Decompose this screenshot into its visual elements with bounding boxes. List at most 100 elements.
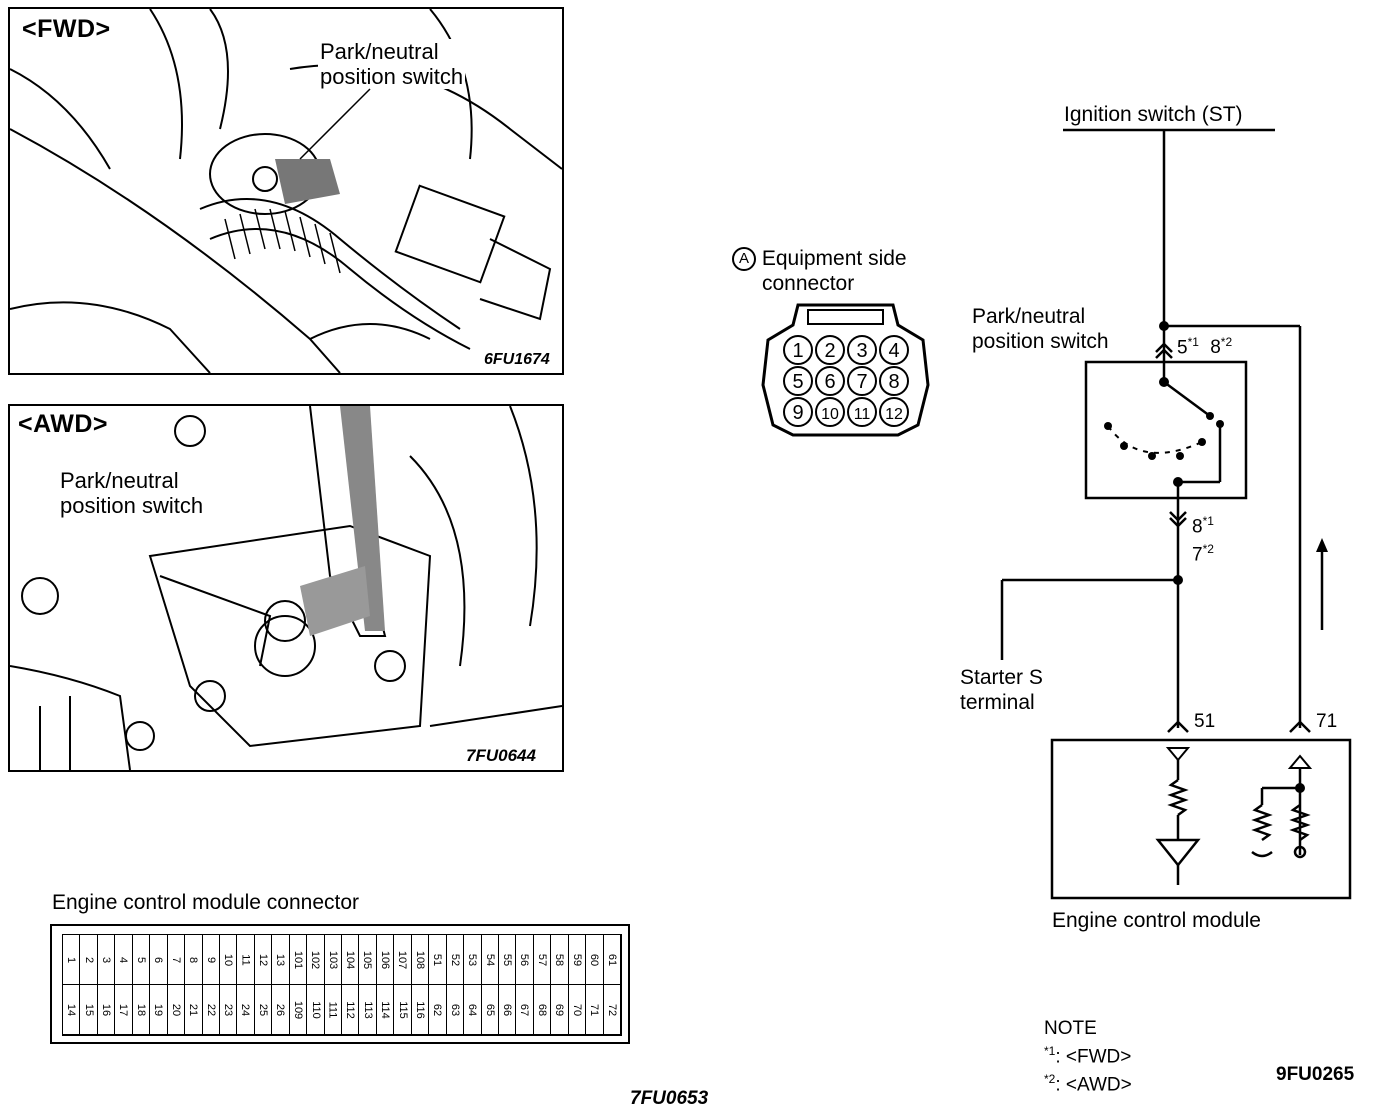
connector-pin-number: 7 — [856, 371, 867, 393]
ecm-connector-pin: 103 — [324, 935, 342, 985]
ecm-connector-pin: 24 — [237, 985, 255, 1035]
ecm-connector-pin: 6 — [150, 935, 168, 985]
ecm-connector-title: Engine control module connector — [52, 891, 360, 914]
connector-pin-number: 10 — [821, 406, 839, 423]
ecm-connector-pin: 25 — [254, 985, 273, 1035]
ecm-pin-51: 51 — [1194, 711, 1216, 732]
pn-switch-label: Park/neutral position switch — [972, 305, 1109, 353]
connector-pin-circle — [847, 366, 877, 396]
ecm-connector-pin: 17 — [115, 985, 133, 1035]
connector-pin-circle — [879, 366, 909, 396]
ecm-connector-pin: 62 — [429, 985, 447, 1035]
ecm-connector-pin: 114 — [376, 985, 395, 1035]
connector-pin-number: 1 — [792, 340, 803, 362]
ecm-pin-71: 71 — [1316, 711, 1338, 732]
bottom-terminal-numbers: 8*1 7*2 — [1192, 514, 1214, 566]
connector-pin-circle — [847, 335, 877, 365]
ecm-connector-pin: 60 — [586, 935, 604, 985]
connector-pin-circle — [815, 366, 845, 396]
ecm-connector-pin: 111 — [324, 985, 342, 1035]
connector-pin-number: 3 — [856, 340, 867, 362]
ecm-connector-pin: 3 — [97, 935, 116, 985]
connector-pin-circle — [783, 366, 813, 396]
ecm-connector-pin: 18 — [132, 985, 151, 1035]
ecm-connector-pin: 21 — [185, 985, 203, 1035]
ecm-connector-pin: 104 — [342, 935, 360, 985]
fwd-leader-line — [299, 88, 371, 160]
connector-pin-number: 6 — [824, 371, 835, 393]
ecm-connector-pin: 109 — [289, 985, 308, 1035]
awd-photo-panel: <AWD> Park/neutral position switch 7FU06… — [8, 404, 564, 772]
connector-pin-circle — [847, 397, 877, 427]
ecm-connector-pin: 57 — [533, 935, 552, 985]
fwd-switch-label: Park/neutral position switch — [318, 39, 466, 89]
ecm-connector-pin: 13 — [272, 935, 290, 985]
connector-pin-circle — [879, 335, 909, 365]
ecm-connector-pin: 26 — [272, 985, 290, 1035]
wiring-diagram — [1000, 128, 1352, 900]
ecm-connector-pin: 67 — [516, 985, 534, 1035]
ecm-connector-pin: 66 — [498, 985, 517, 1035]
connector-pin-circle — [815, 397, 845, 427]
connector-pin-number: 11 — [854, 406, 871, 423]
connector-pin-circle — [783, 335, 813, 365]
fwd-code: 6FU1674 — [484, 351, 550, 368]
connector-pin-number: 5 — [792, 371, 803, 393]
ecm-connector-pin: 116 — [411, 985, 430, 1035]
awd-tag: <AWD> — [18, 410, 109, 438]
connector-code: 7FU0653 — [630, 1088, 709, 1109]
awd-code: 7FU0644 — [466, 746, 536, 765]
ecm-connector-pin: 19 — [150, 985, 168, 1035]
ignition-switch-label: Ignition switch (ST) — [1064, 103, 1243, 126]
ecm-connector-pin: 112 — [342, 985, 360, 1035]
ecm-connector-pin: 68 — [533, 985, 552, 1035]
awd-engine-illustration — [10, 406, 562, 770]
note-block: NOTE *1: <FWD> *2: <AWD> — [1044, 1018, 1132, 1096]
ecm-connector-pin: 106 — [376, 935, 395, 985]
ecm-connector-pin: 65 — [481, 985, 499, 1035]
ecm-connector-pin: 10 — [219, 935, 238, 985]
ecm-connector-pin: 15 — [80, 985, 98, 1035]
ecm-connector-pin: 58 — [551, 935, 569, 985]
ecm-connector-pin: 11 — [237, 935, 255, 985]
ecm-connector-pin: 56 — [516, 935, 534, 985]
ecm-connector-pin: 70 — [568, 985, 587, 1035]
ecm-connector-pin: 69 — [551, 985, 569, 1035]
ecm-connector-pin: 22 — [202, 985, 220, 1035]
ecm-connector-pin: 71 — [586, 985, 604, 1035]
starter-terminal-label: Starter S terminal — [960, 666, 1043, 714]
connector-pin-circle — [783, 397, 813, 427]
ecm-connector-pin: 2 — [80, 935, 98, 985]
ecm-connector-pin: 14 — [63, 985, 81, 1035]
connector-pin-number: 12 — [885, 406, 903, 423]
ecm-label: Engine control module — [1052, 909, 1261, 932]
connector-pin-circle — [879, 397, 909, 427]
top-terminal-numbers: 5*1 8*2 — [1177, 335, 1233, 359]
ecm-connector-pin: 1 — [63, 935, 81, 985]
ecm-connector-pin: 12 — [254, 935, 273, 985]
ecm-connector-pin: 52 — [446, 935, 465, 985]
ecm-connector-pin: 108 — [411, 935, 430, 985]
ecm-connector-pin: 64 — [464, 985, 482, 1035]
ecm-connector-pin: 113 — [359, 985, 377, 1035]
ecm-connector-pin: 61 — [603, 935, 621, 985]
awd-switch-label: Park/neutral position switch — [58, 468, 206, 518]
ecm-connector-pin: 72 — [603, 985, 621, 1035]
ecm-connector-pin: 63 — [446, 985, 465, 1035]
ecm-connector-pin: 110 — [307, 985, 325, 1035]
ecm-connector-pin: 115 — [394, 985, 412, 1035]
ecm-connector-pin: 54 — [481, 935, 499, 985]
ecm-connector-pin: 55 — [498, 935, 517, 985]
ecm-connector-pin: 102 — [307, 935, 325, 985]
connector-pin-number: 8 — [888, 371, 899, 393]
connector-pin-number: 2 — [824, 340, 835, 362]
ecm-connector-pin: 9 — [202, 935, 220, 985]
connector-view-title: A Equipment side connector — [732, 246, 907, 296]
ecm-connector-pin: 4 — [115, 935, 133, 985]
fwd-photo-panel: <FWD> Park/neutral position switch 6FU16… — [8, 7, 564, 375]
connector-pin-number: 4 — [888, 340, 899, 362]
